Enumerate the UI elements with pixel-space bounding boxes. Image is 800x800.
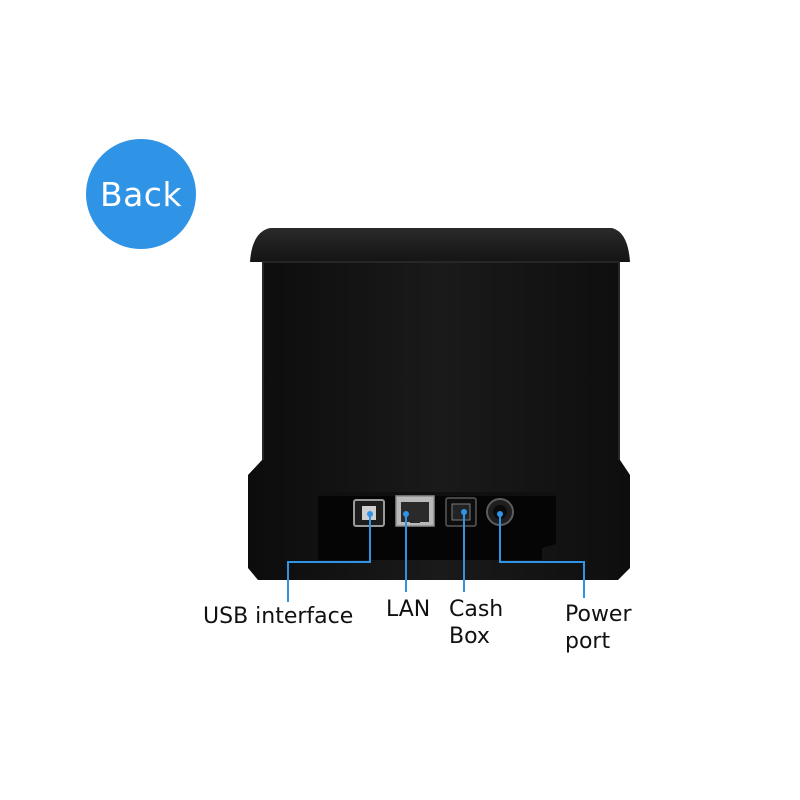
lan-label: LAN [386,597,431,622]
back-badge[interactable]: Back [86,139,196,249]
cash-box-label: Cash Box [449,597,504,649]
callout-dots [367,509,503,517]
printer-body [248,228,630,580]
callout-lines [287,512,585,602]
lan-port [395,495,435,527]
usb-interface-label: USB interface [203,604,354,629]
power-port-label: Power port [565,602,632,654]
